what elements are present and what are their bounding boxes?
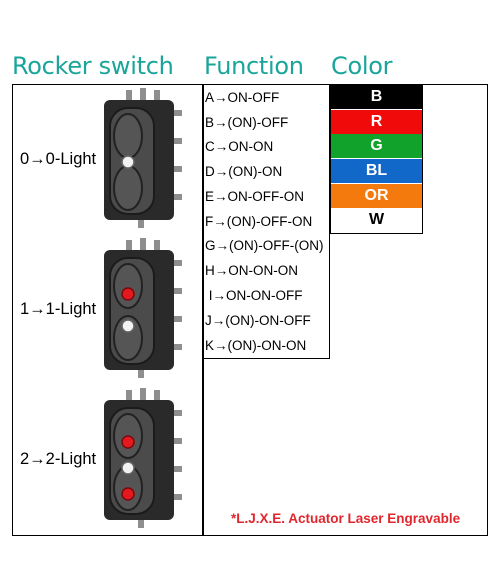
switch-terminals bbox=[126, 388, 182, 528]
function-item-f: F→(ON)-OFF-ON bbox=[205, 214, 313, 229]
function-item-b: B→(ON)-OFF bbox=[205, 115, 289, 130]
color-swatch-white: W bbox=[331, 208, 422, 232]
function-item-j: J→(ON)-ON-OFF bbox=[205, 313, 311, 328]
function-item-k: K→(ON)-ON-ON bbox=[205, 338, 307, 353]
color-swatch-blue: BL bbox=[331, 159, 422, 183]
color-list-box bbox=[330, 84, 423, 234]
color-swatch-black: B bbox=[331, 85, 422, 109]
function-item-h: H→ON-ON-ON bbox=[205, 263, 298, 278]
red-indicator-icon bbox=[121, 435, 135, 449]
light-label-1: 1→1-Light bbox=[20, 300, 97, 318]
white-indicator-icon bbox=[121, 155, 135, 169]
color-swatch-orange: OR bbox=[331, 184, 422, 208]
column-divider bbox=[202, 84, 204, 536]
function-item-e: E→ON-OFF-ON bbox=[205, 189, 304, 204]
function-item-i: I→ON-ON-OFF bbox=[205, 288, 303, 303]
rocker-switch-2-light bbox=[104, 388, 182, 528]
rocker-lower-pad bbox=[113, 165, 143, 211]
red-indicator-icon bbox=[121, 487, 135, 501]
rocker-upper-pad bbox=[113, 113, 143, 159]
white-indicator-icon bbox=[121, 319, 135, 333]
color-swatch-green: G bbox=[331, 134, 422, 158]
rocker-upper-pad bbox=[113, 263, 143, 309]
light-label-0: 0→0-Light bbox=[20, 150, 97, 168]
switch-terminals bbox=[126, 88, 182, 228]
white-indicator-icon bbox=[121, 461, 135, 475]
rocker-switch-1-light bbox=[104, 238, 182, 378]
light-label-2: 2→2-Light bbox=[20, 450, 97, 468]
function-item-d: D→(ON)-ON bbox=[205, 164, 283, 179]
red-indicator-icon bbox=[121, 287, 135, 301]
header-color: Color bbox=[331, 52, 393, 80]
engraving-note: *L.J.X.E. Actuator Laser Engravable bbox=[231, 511, 461, 526]
switch-terminals bbox=[126, 238, 182, 378]
rocker-switch-0-light bbox=[104, 88, 182, 228]
header-rocker-switch: Rocker switch bbox=[12, 52, 174, 80]
function-item-a: A→ON-OFF bbox=[205, 90, 280, 105]
rocker-lower-pad bbox=[113, 315, 143, 361]
function-item-c: C→ON-ON bbox=[205, 139, 274, 154]
header-function: Function bbox=[204, 52, 304, 80]
function-item-g: G→(ON)-OFF-(ON) bbox=[205, 238, 324, 253]
function-list-box bbox=[202, 84, 330, 359]
color-swatch-red: R bbox=[331, 110, 422, 134]
